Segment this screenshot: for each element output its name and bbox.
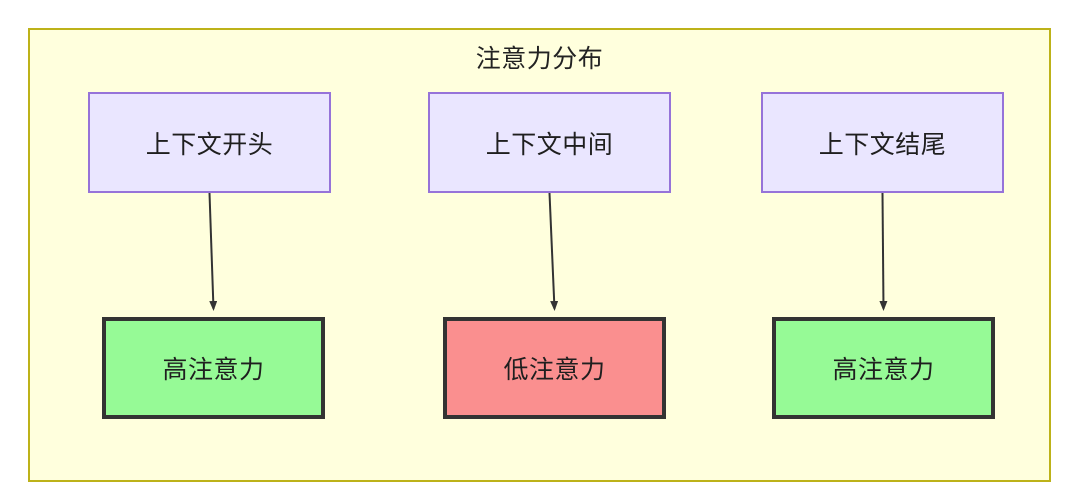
node-attention-high-2-label: 高注意力: [832, 356, 935, 384]
node-context-end[interactable]: 上下文结尾: [761, 92, 1004, 193]
node-attention-high-1-label: 高注意力: [162, 356, 265, 384]
node-context-middle-label: 上下文中间: [485, 130, 614, 159]
node-context-begin[interactable]: 上下文开头: [88, 92, 331, 193]
node-attention-low-1-label: 低注意力: [503, 356, 606, 384]
node-attention-high-1[interactable]: 高注意力: [102, 317, 325, 419]
node-context-begin-label: 上下文开头: [145, 130, 274, 159]
node-attention-high-2[interactable]: 高注意力: [772, 317, 995, 419]
node-context-middle[interactable]: 上下文中间: [428, 92, 671, 193]
node-context-end-label: 上下文结尾: [818, 130, 947, 159]
subgraph-title: 注意力分布: [475, 45, 604, 73]
node-attention-low-1[interactable]: 低注意力: [443, 317, 666, 419]
